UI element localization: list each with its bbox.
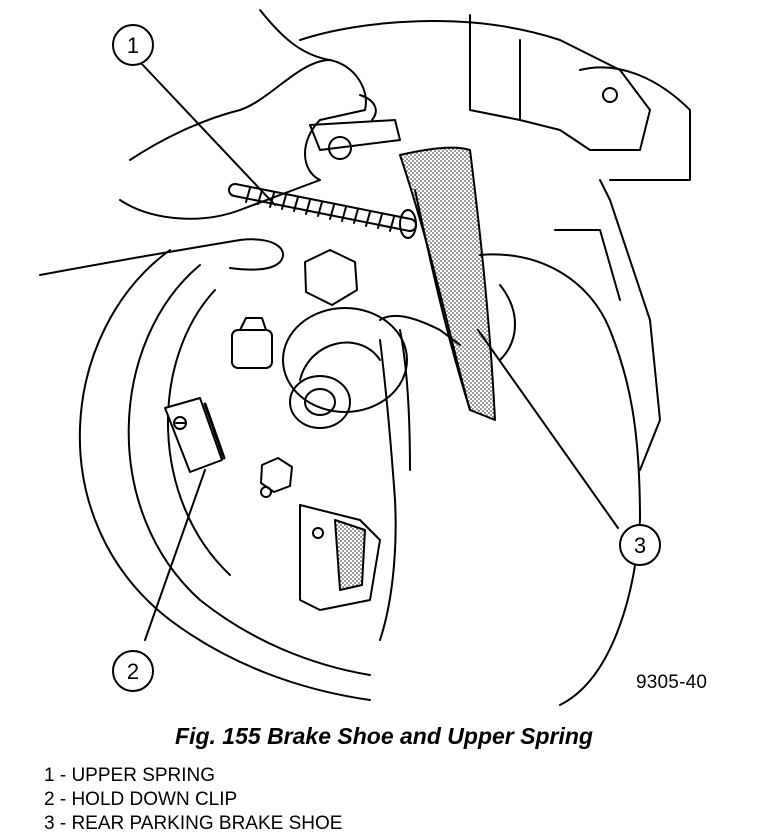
- axle-hub: [289, 375, 351, 429]
- legend: 1 - UPPER SPRING 2 - HOLD DOWN CLIP 3 - …: [44, 764, 342, 836]
- hex-nut: [304, 249, 358, 306]
- axle-flange: [282, 307, 408, 413]
- callout-3-leader: [477, 329, 619, 529]
- callout-1-leader: [139, 61, 276, 206]
- lower-nut: [260, 457, 293, 493]
- callout-2-number: 2: [127, 659, 139, 684]
- backing-plate-outer-arc: [78, 249, 371, 701]
- callout-1-number: 1: [127, 33, 139, 58]
- lower-hand: [479, 253, 641, 706]
- callout-2-leader: [144, 469, 206, 641]
- figure-code: 9305-40: [636, 672, 708, 693]
- hold-down-clip: [164, 397, 223, 473]
- left-thumb: [39, 238, 285, 276]
- brake-assembly-illustration: 1 2 3: [39, 9, 691, 706]
- upper-hand: [119, 59, 367, 220]
- adjuster-post: [231, 329, 273, 369]
- figure-caption: Fig. 155 Brake Shoe and Upper Spring: [175, 723, 593, 749]
- lower-brake-shoe: [299, 504, 381, 611]
- callout-1: 1: [112, 24, 154, 66]
- legend-item: 2 - HOLD DOWN CLIP: [44, 789, 238, 810]
- legend-item: 3 - REAR PARKING BRAKE SHOE: [44, 813, 343, 834]
- backing-plate-bracket: [299, 20, 651, 151]
- index-finger: [379, 339, 397, 641]
- legend-item: 1 - UPPER SPRING: [44, 765, 216, 786]
- callout-3: 3: [619, 524, 661, 566]
- backing-plate-inner-arc: [127, 264, 371, 676]
- upper-spring: [228, 183, 417, 239]
- callout-2: 2: [112, 650, 154, 692]
- callout-3-number: 3: [634, 533, 646, 558]
- rear-parking-brake-shoe: [399, 146, 496, 421]
